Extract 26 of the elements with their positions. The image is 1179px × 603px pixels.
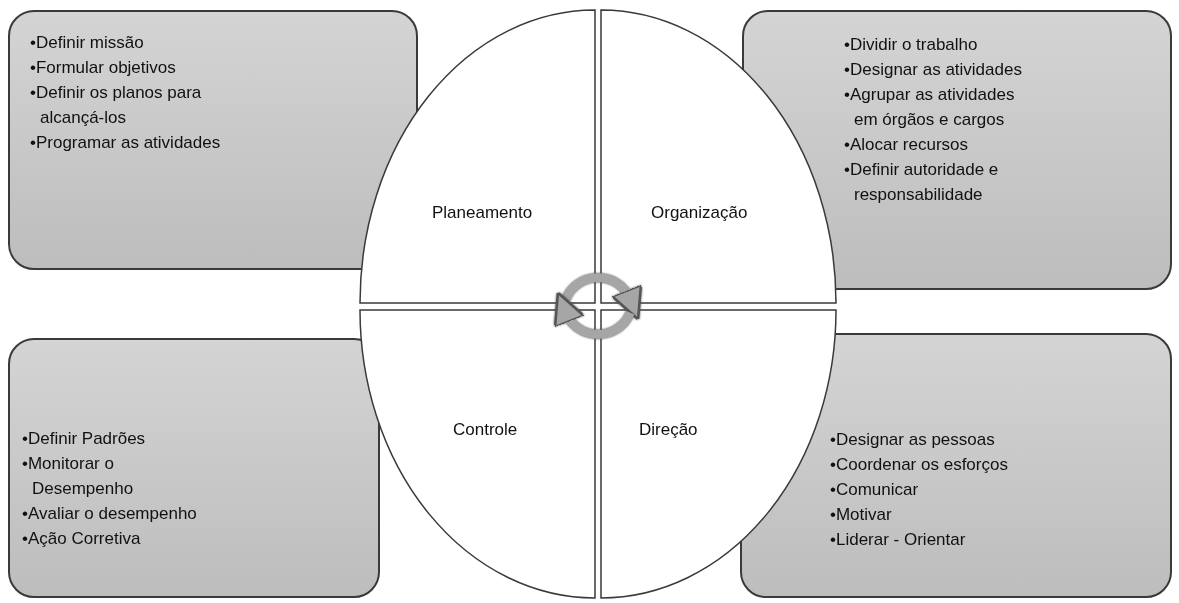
bullet-item: •Designar as atividades xyxy=(844,59,1022,81)
bullet-item: •Coordenar os esforços xyxy=(830,454,1008,476)
bullet-item: •Definir autoridade e responsabilidade xyxy=(844,159,1000,206)
bullet-item: •Liderar - Orientar xyxy=(830,529,966,551)
bullet-item: •Definir Padrões xyxy=(22,428,146,450)
bullet-item: •Monitorar o Desempenho xyxy=(22,453,135,500)
bullet-item: •Programar as atividades xyxy=(30,132,221,154)
bullet-item: •Definir os planos para alcançá-los xyxy=(30,82,203,129)
segment-label: Direção xyxy=(639,420,698,440)
bullet-item: •Alocar recursos xyxy=(844,134,969,156)
bullet-item: •Formular objetivos xyxy=(30,57,176,79)
bullet-item: •Avaliar o desempenho xyxy=(22,503,197,525)
curved-arrow xyxy=(553,291,635,339)
segment-label: Organização xyxy=(651,203,748,223)
segment-label: Controle xyxy=(453,420,518,440)
bullet-item: •Ação Corretiva xyxy=(22,528,141,550)
bullet-item: •Dividir o trabalho xyxy=(844,34,978,56)
segment-label: Planeamento xyxy=(432,203,533,223)
bullet-item: •Comunicar xyxy=(830,479,919,501)
curved-arrow xyxy=(561,273,643,321)
rounded-box xyxy=(8,338,380,598)
bullet-item: •Agrupar as atividades em órgãos e cargos xyxy=(844,84,1016,131)
bullet-item: •Motivar xyxy=(830,504,892,526)
bullet-item: •Designar as pessoas xyxy=(830,429,995,451)
rounded-box xyxy=(8,10,418,270)
bullet-item: •Definir missão xyxy=(30,32,144,54)
